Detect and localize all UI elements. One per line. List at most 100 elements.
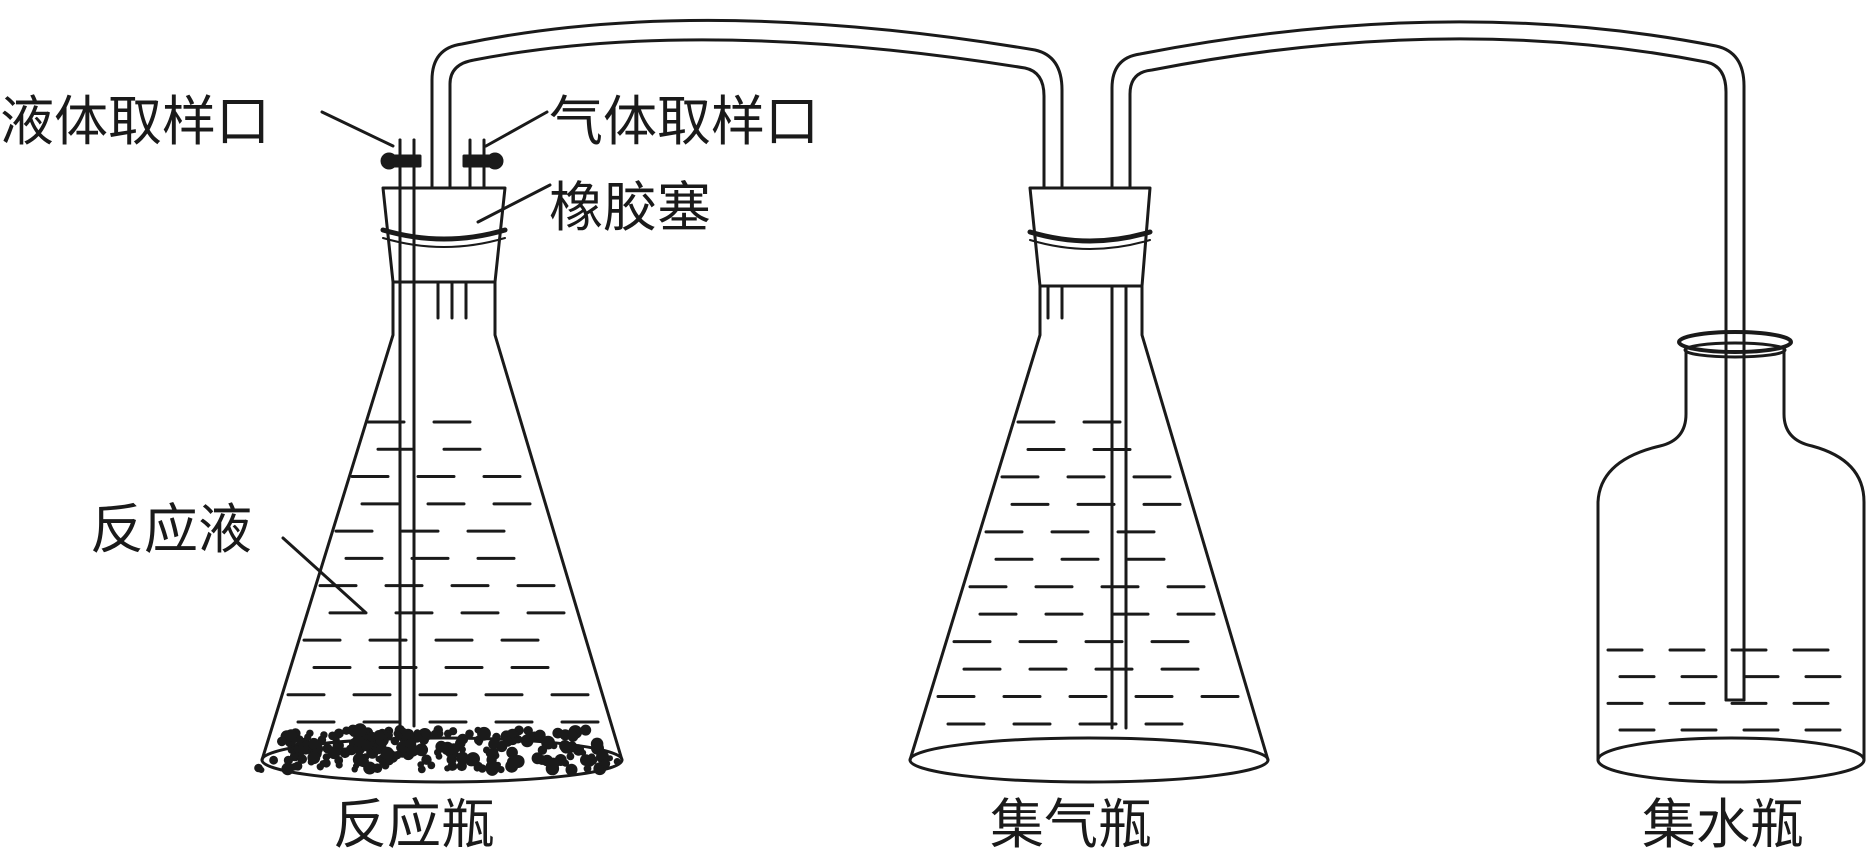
- sediment-particle: [477, 726, 491, 741]
- sediment-particle: [607, 755, 613, 762]
- water-bottle-body: [1596, 346, 1866, 762]
- sediment-particle: [375, 755, 382, 763]
- connecting-tube-1: [430, 18, 1064, 180]
- sediment-particle: [588, 753, 596, 761]
- sediment-particle: [601, 759, 611, 769]
- reaction-flask-base: [260, 736, 624, 784]
- sediment-particle: [488, 738, 499, 750]
- sediment-particle: [304, 733, 312, 741]
- label-reaction-liquid: 反应液: [90, 498, 252, 561]
- sediment-particle: [308, 737, 320, 750]
- sediment-particle: [566, 752, 575, 761]
- leader-rubber-stopper: [476, 183, 552, 224]
- sediment-particle: [406, 744, 420, 757]
- sediment-particle: [321, 758, 331, 768]
- sediment-particle: [332, 736, 340, 744]
- sediment-particle: [421, 754, 432, 765]
- gas-port-clamp: [462, 152, 504, 170]
- gas-flask-stopper: [1028, 186, 1152, 288]
- label-liquid-sampling-port: 液体取样口: [0, 90, 270, 153]
- gas-collection-flask: [908, 176, 1270, 784]
- sediment-particle: [394, 731, 403, 740]
- sediment-particle: [320, 731, 328, 739]
- sediment-particle: [417, 761, 425, 768]
- sediment-particle: [339, 747, 351, 759]
- sediment-particle: [534, 729, 546, 741]
- reaction-flask-body: [260, 280, 624, 762]
- sediment-particle: [473, 764, 481, 772]
- sediment-particle: [283, 755, 293, 765]
- sediment-particle: [449, 762, 458, 771]
- leader-gas-port: [484, 110, 549, 148]
- sediment-particle: [380, 746, 394, 760]
- sediment-particle: [351, 766, 358, 773]
- sediment-particle: [353, 723, 367, 737]
- leader-liquid-port: [320, 110, 395, 148]
- sediment-particle: [281, 762, 295, 776]
- sediment-particle: [316, 763, 324, 771]
- reaction-liquid: [286, 420, 600, 724]
- sediment-particle: [307, 751, 321, 765]
- water-bottle-base: [1596, 736, 1866, 784]
- connecting-tube-2: [1110, 20, 1746, 292]
- sediment-particle: [456, 760, 467, 772]
- sediment-particle: [456, 751, 469, 765]
- sediment-particle: [277, 736, 287, 747]
- sediment-particle: [373, 730, 385, 742]
- sediment-particle: [297, 754, 308, 764]
- sediment-particle: [583, 764, 592, 773]
- sediment-particle: [465, 729, 474, 739]
- sediment-particle: [523, 726, 533, 736]
- sediment-particle: [269, 755, 278, 765]
- water-collection-bottle: [1596, 288, 1866, 784]
- sediment-particle: [559, 740, 571, 752]
- sediment-particle: [335, 761, 343, 769]
- sediment-particle: [327, 746, 341, 760]
- sediment-particle: [417, 744, 427, 754]
- sediment-particle: [541, 754, 553, 767]
- sediment-particle: [357, 755, 369, 768]
- sediment-particle: [293, 745, 301, 753]
- sediment-particle: [613, 758, 621, 765]
- sediment-particle: [511, 755, 525, 768]
- sediment-particle: [421, 729, 431, 739]
- sediment-particle: [444, 765, 451, 772]
- sediment-particle: [485, 760, 500, 775]
- sediment-particle: [444, 729, 452, 738]
- sediment-particle: [485, 748, 496, 758]
- label-reaction-flask: 反应瓶: [333, 793, 495, 856]
- label-gas-sampling-port: 气体取样口: [549, 90, 819, 153]
- sediment-particle: [361, 740, 373, 752]
- reaction-flask-stopper-band: [380, 227, 508, 242]
- sediment-particle: [285, 729, 298, 742]
- sediment-particle: [537, 745, 548, 755]
- sediment-particle: [565, 763, 578, 776]
- reaction-flask: [254, 138, 624, 784]
- sediment-particle: [435, 753, 443, 760]
- water-bottle-liquid: [1606, 648, 1842, 732]
- sediment-particle: [567, 730, 579, 742]
- sediment-particle: [472, 754, 479, 761]
- leader-lines: [281, 110, 552, 614]
- leader-reaction-liquid: [281, 536, 367, 614]
- sediment-particle: [541, 735, 555, 750]
- sediment-particle: [448, 743, 460, 755]
- label-gas-collection-flask: 集气瓶: [990, 793, 1152, 856]
- label-rubber-stopper: 橡胶塞: [549, 176, 711, 239]
- gas-flask-liquid: [936, 420, 1240, 726]
- sediment-particle: [437, 730, 444, 737]
- sediment-particles: [254, 723, 621, 776]
- gas-flask-body: [908, 284, 1270, 762]
- sediment-particle: [254, 763, 263, 773]
- label-water-collection-bottle: 集水瓶: [1642, 793, 1804, 856]
- gas-flask-stopper-band: [1027, 229, 1153, 244]
- sediment-particle: [508, 729, 518, 739]
- sediment-particle: [580, 724, 592, 736]
- gas-flask-base: [908, 736, 1270, 784]
- sediment-particle: [413, 729, 421, 737]
- liquid-port-clamp: [380, 152, 422, 170]
- sediment-particle: [295, 735, 304, 745]
- sediment-particle: [531, 752, 544, 765]
- sediment-particle: [502, 736, 513, 747]
